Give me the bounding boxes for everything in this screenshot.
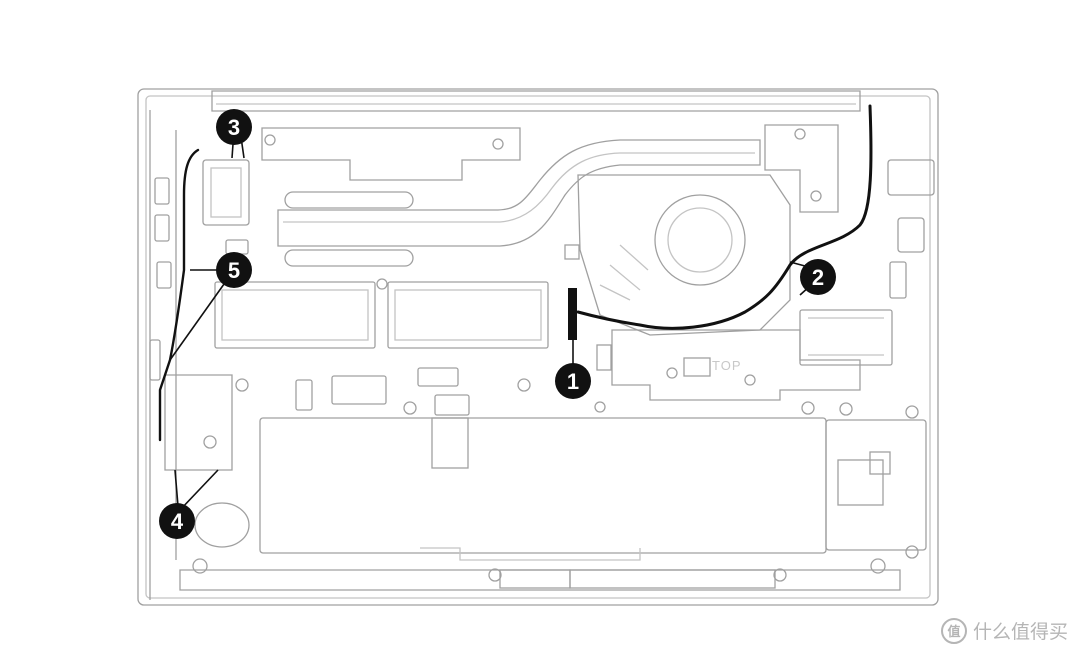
touchpad-board xyxy=(825,419,927,551)
bottom-rail xyxy=(179,569,901,591)
antenna-cable xyxy=(576,104,873,330)
watermark-logo-icon: 值 xyxy=(940,617,967,644)
top-label: TOP xyxy=(712,358,742,373)
callout-2: 2 xyxy=(800,259,836,295)
left-antenna-cable xyxy=(158,148,200,442)
usb-port-1 xyxy=(154,177,170,205)
callout-3-number: 3 xyxy=(228,115,240,140)
fan-rotor xyxy=(654,194,746,286)
callout-5-number: 5 xyxy=(228,258,240,283)
callout-2-number: 2 xyxy=(812,265,824,290)
left-speaker xyxy=(164,374,233,471)
coin-battery xyxy=(194,502,250,548)
watermark-text: 什么值得买 xyxy=(972,621,1068,643)
usb-port-2 xyxy=(154,214,170,242)
hinge-bar xyxy=(211,90,861,112)
ssd-module xyxy=(799,309,893,366)
usb-port-3 xyxy=(156,261,172,289)
cable-connector xyxy=(568,288,577,340)
battery xyxy=(259,417,827,554)
callout-1-number: 1 xyxy=(567,369,579,394)
usb-c-port xyxy=(897,217,925,253)
exhaust-bracket xyxy=(764,124,839,213)
battery-connector xyxy=(434,394,470,416)
memory-module-1 xyxy=(214,281,376,349)
callout-4-number: 4 xyxy=(171,509,184,534)
wlan-module xyxy=(202,159,250,226)
watermark: 值 什么值得买 xyxy=(940,617,1068,644)
callout-3: 3 xyxy=(216,109,252,145)
chassis-outline xyxy=(137,88,939,606)
memory-module-2 xyxy=(387,281,549,349)
callout-1: 1 xyxy=(555,363,591,399)
sd-slot xyxy=(149,339,161,381)
chassis-inner-edge xyxy=(145,95,931,599)
power-jack xyxy=(887,159,935,196)
fan-housing xyxy=(577,174,791,336)
cooling-plate xyxy=(261,127,521,181)
callout-5: 5 xyxy=(216,252,252,288)
heat-pipe xyxy=(277,139,761,247)
callout-4: 4 xyxy=(159,503,195,539)
